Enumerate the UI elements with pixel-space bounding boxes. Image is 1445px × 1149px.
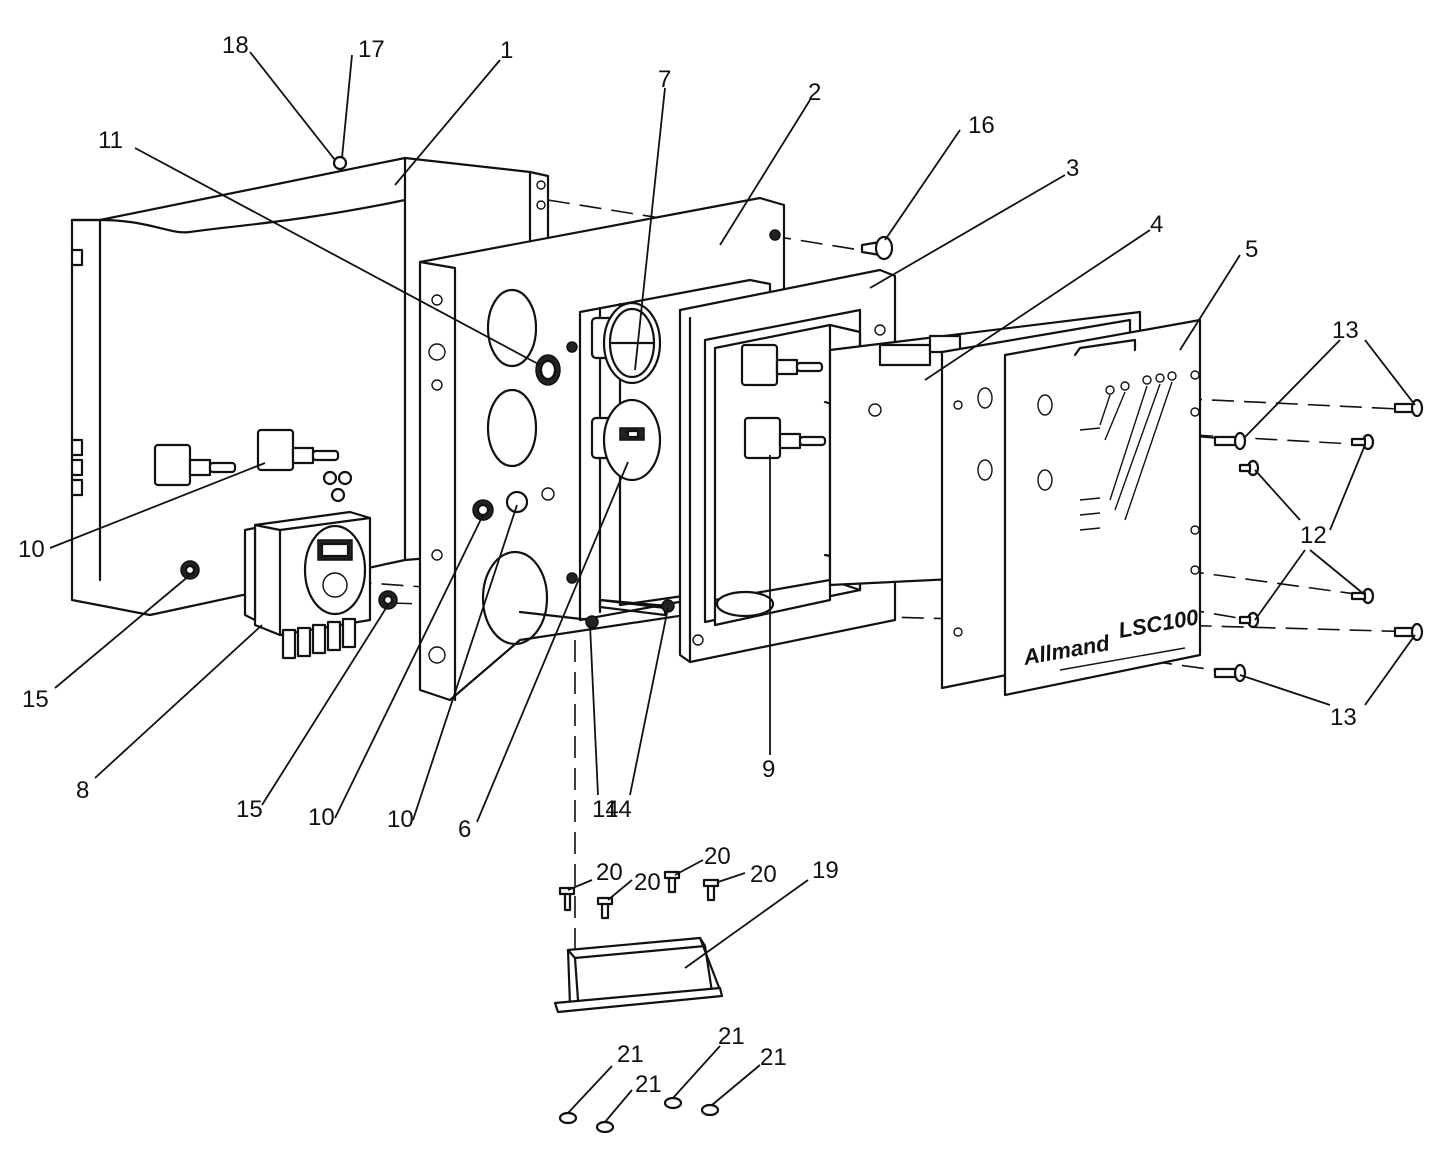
callout-leader-lines [49,51,1416,1123]
callout-20-a: 20 [596,859,623,886]
callout-4: 4 [1150,211,1163,238]
callout-13-bottom: 13 [1330,704,1357,731]
box-nuts [558,1096,720,1134]
panel-screw [860,235,894,261]
callout-labels: 18 17 1 7 2 16 11 3 4 5 13 12 10 15 13 8… [18,32,1359,1098]
callout-16: 16 [968,112,995,139]
toggle-switches [153,428,353,503]
stud-bolts [518,598,675,629]
callout-10-right: 10 [387,806,414,833]
callout-8: 8 [76,777,89,804]
callout-10-mid: 10 [308,804,335,831]
callout-14-right: 14 [605,796,632,823]
callout-20-c: 20 [704,843,731,870]
front-label-plate: Allmand LSC100 [1003,318,1201,697]
callout-2: 2 [808,79,821,106]
callout-18: 18 [222,32,249,59]
callout-5: 5 [1245,236,1258,263]
callout-13-top: 13 [1332,317,1359,344]
callout-21-a: 21 [617,1041,644,1068]
callout-15-left: 15 [22,686,49,713]
callout-20-d: 20 [750,861,777,888]
callout-15-bottom: 15 [236,796,263,823]
callout-10-left: 10 [18,536,45,563]
callout-21-b: 21 [635,1071,662,1098]
callout-17: 17 [358,36,385,63]
callout-21-c: 21 [718,1023,745,1050]
callout-7: 7 [658,66,671,93]
enclosure-box [70,155,550,617]
plug-cap [535,354,561,386]
label-screws [1213,398,1424,683]
box-bolts [558,870,720,920]
timer-unit [243,510,372,660]
callout-1: 1 [500,37,513,64]
callout-6: 6 [458,816,471,843]
spacer-rings [180,560,398,610]
callout-12: 12 [1300,522,1327,549]
callout-11: 11 [98,127,123,154]
callout-9: 9 [762,756,775,783]
callout-3: 3 [1066,155,1079,182]
junction-box [553,936,724,1014]
meter-housing [578,278,772,622]
callout-14-left: 14 [592,796,619,823]
callout-19: 19 [812,857,839,884]
callout-20-b: 20 [634,869,661,896]
callout-21-d: 21 [760,1044,787,1071]
